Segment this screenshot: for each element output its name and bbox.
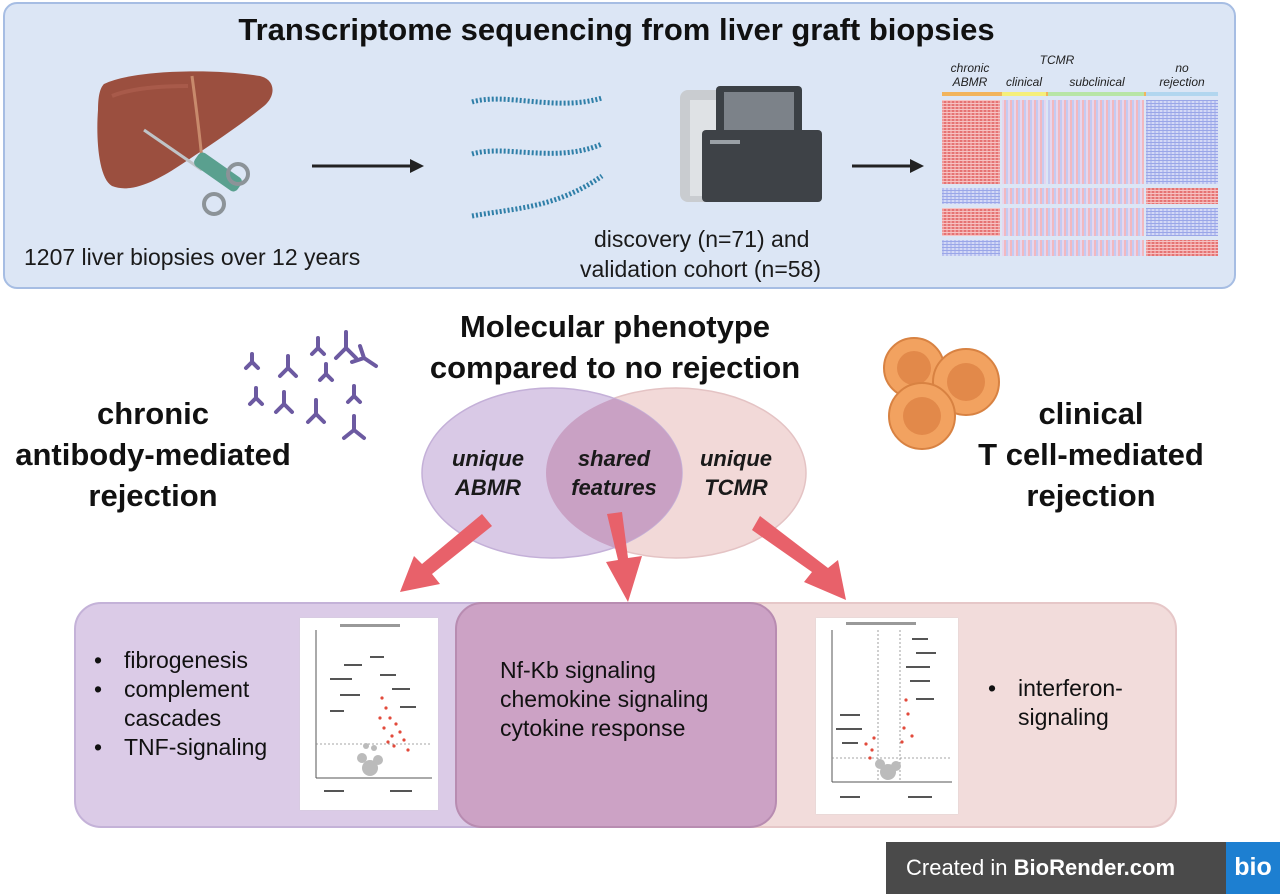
arrow-to-abmr — [400, 514, 492, 592]
abmr-heading-3: rejection — [88, 478, 218, 513]
abmr-volcano-plot — [300, 618, 438, 810]
heatmap-label-abmr: ABMR — [952, 75, 988, 89]
arrow-right-icon — [312, 159, 424, 173]
list-item: •complement — [94, 676, 250, 702]
panel-title: Transcriptome sequencing from liver graf… — [238, 12, 995, 47]
cohort-caption-1: discovery (n=71) and — [594, 226, 810, 252]
biorender-logo: bio — [1226, 842, 1280, 894]
biorender-credit[interactable]: Created in BioRender.com — [906, 855, 1176, 880]
venn-label-unique-tcmr-1: unique — [699, 446, 773, 471]
list-item: signaling — [1018, 704, 1109, 730]
tcmr-volcano-plot — [816, 618, 958, 814]
list-item: chemokine signaling — [500, 686, 709, 712]
heatmap-label-chronic: chronic — [950, 61, 990, 75]
arrow-right-icon — [852, 159, 924, 173]
venn-label-unique-abmr-2: ABMR — [455, 475, 521, 500]
venn-label-shared-2: features — [571, 475, 657, 500]
sequencer-icon — [680, 86, 822, 202]
phenotype-heading-1: Molecular phenotype — [459, 309, 771, 344]
heatmap-label-subclinical: subclinical — [1069, 75, 1125, 89]
heatmap-label-clinical: clinical — [1005, 75, 1042, 89]
cohort-caption-2: validation cohort (n=58) — [580, 256, 822, 282]
tcmr-heading-1: clinical — [1038, 396, 1144, 431]
list-item: Nf-Kb signaling — [500, 657, 656, 683]
tcmr-feature-list: •interferon- signaling — [988, 674, 1168, 732]
heatmap-label-no: no — [1175, 61, 1189, 75]
venn-label-unique-tcmr-2: TCMR — [704, 475, 768, 500]
arrow-to-tcmr — [752, 516, 846, 600]
list-item: cascades — [124, 705, 222, 731]
shared-results-panel — [455, 602, 777, 828]
abmr-heading-2: antibody-mediated — [15, 437, 291, 472]
liver-biopsy-icon — [97, 71, 273, 216]
heatmap-label-tcmr: TCMR — [1039, 53, 1075, 67]
arrow-to-shared — [606, 512, 642, 602]
biorender-footer[interactable] — [886, 842, 1280, 894]
tcmr-heading-2: T cell-mediated — [978, 437, 1204, 472]
expression-heatmap — [942, 92, 1218, 256]
venn-label-unique-abmr-1: unique — [451, 446, 525, 471]
t-cells-icon — [883, 337, 1000, 450]
list-item: cytokine response — [500, 715, 686, 741]
shared-feature-list: Nf-Kb signaling chemokine signaling cyto… — [500, 656, 750, 743]
rna-strands-icon — [471, 95, 604, 219]
antibodies-icon — [244, 330, 378, 440]
biopsy-caption: 1207 liver biopsies over 12 years — [24, 244, 361, 270]
abmr-feature-list: •fibrogenesis •complement cascades •TNF-… — [94, 646, 294, 762]
venn-label-shared-1: shared — [577, 446, 651, 471]
abmr-heading-1: chronic — [97, 396, 209, 431]
phenotype-heading-2: compared to no rejection — [429, 350, 801, 385]
tcmr-heading-3: rejection — [1026, 478, 1156, 513]
list-item: •interferon- — [988, 675, 1123, 701]
heatmap-label-rejection: rejection — [1159, 75, 1205, 89]
list-item: •TNF-signaling — [94, 734, 268, 760]
list-item: •fibrogenesis — [94, 647, 249, 673]
